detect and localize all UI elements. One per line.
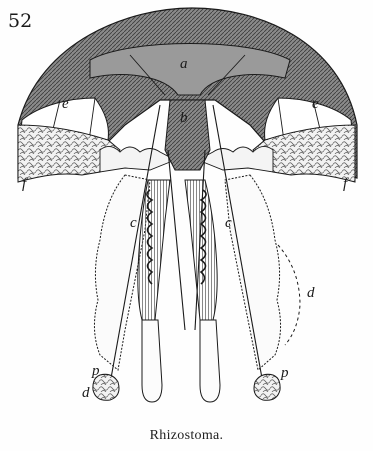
- label-e-right: e: [312, 96, 319, 112]
- terminal-club-right: [200, 320, 220, 402]
- label-c-left: c: [130, 215, 137, 231]
- dashed-outline: [278, 245, 300, 345]
- label-a: a: [180, 56, 188, 72]
- label-p-left: p: [91, 363, 100, 379]
- manubrium: [165, 100, 210, 170]
- subumbrellar-frill: [100, 146, 175, 172]
- label-b: b: [180, 110, 188, 126]
- arm-tip-right: [254, 374, 280, 400]
- label-d-right: d: [307, 285, 315, 301]
- rhizostoma-illustration: a b e e f f c c d p p d: [0, 0, 373, 425]
- label-e-left: e: [62, 96, 69, 112]
- label-c-right: c: [225, 215, 232, 231]
- figure-caption: Rhizostoma.: [0, 428, 373, 444]
- oral-arm-right-outer: [225, 175, 281, 370]
- label-d-left: d: [82, 385, 90, 401]
- terminal-club-left: [142, 320, 162, 402]
- label-p-right: p: [280, 365, 289, 381]
